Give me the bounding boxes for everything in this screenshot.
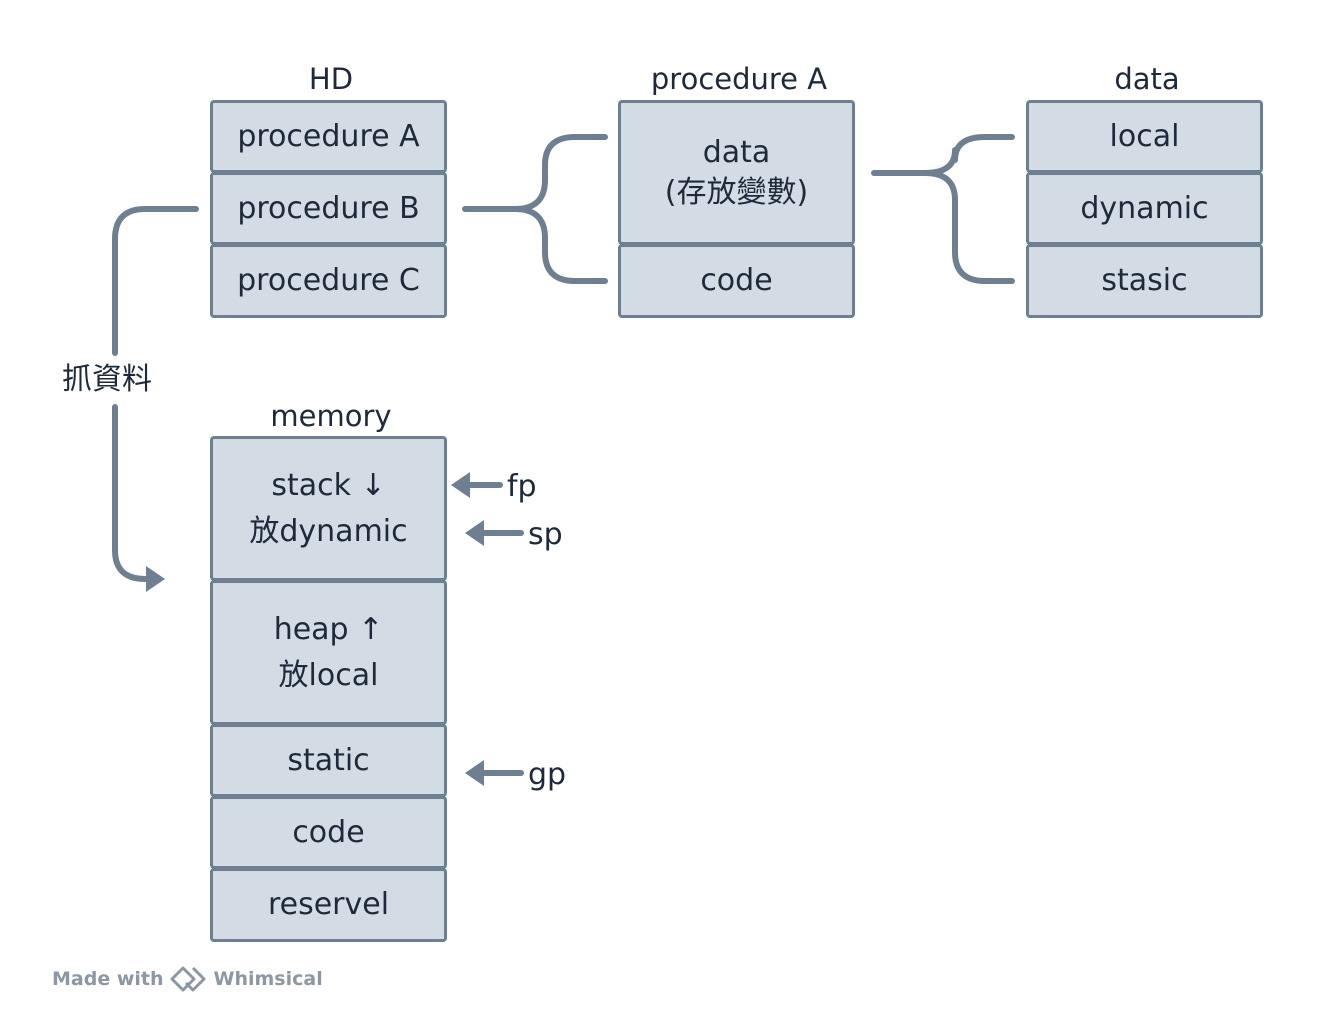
hd-procedure-b: procedure B bbox=[210, 172, 447, 245]
fetch-line-top bbox=[112, 206, 199, 356]
memory-static-label: static bbox=[287, 742, 370, 778]
procedure-data-note: (存放變數) bbox=[664, 174, 809, 210]
data-title: data bbox=[1114, 62, 1180, 96]
memory-heap-label: heap ↑ bbox=[273, 611, 384, 647]
sp-arrowhead bbox=[465, 520, 484, 546]
procedure-data-box: data (存放變數) bbox=[618, 100, 855, 245]
brace-hd-to-procedure bbox=[462, 134, 608, 284]
data-local-label: local bbox=[1109, 118, 1180, 154]
hd-procedure-c: procedure C bbox=[210, 244, 447, 318]
memory-title: memory bbox=[270, 399, 392, 433]
memory-static-box: static bbox=[210, 724, 447, 797]
data-static-box: stasic bbox=[1026, 244, 1263, 318]
fetch-arrowhead bbox=[146, 566, 165, 592]
sp-label: sp bbox=[528, 517, 563, 552]
footer-watermark: Made with Whimsical bbox=[52, 966, 323, 992]
hd-procedure-c-label: procedure C bbox=[237, 263, 420, 298]
hd-procedure-a-label: procedure A bbox=[237, 118, 420, 154]
hd-procedure-a: procedure A bbox=[210, 100, 447, 173]
data-local-box: local bbox=[1026, 100, 1263, 173]
made-with-text: Made with bbox=[52, 968, 164, 990]
memory-code-box: code bbox=[210, 796, 447, 869]
whimsical-logo-icon bbox=[170, 966, 206, 992]
fp-label: fp bbox=[507, 469, 537, 504]
hd-title: HD bbox=[308, 62, 354, 96]
data-static-label: stasic bbox=[1101, 263, 1188, 298]
memory-heap-box: heap ↑ 放local bbox=[210, 580, 447, 725]
fp-arrowhead bbox=[451, 472, 470, 498]
fetch-label: 抓資料 bbox=[62, 362, 152, 397]
memory-reserve-box: reservel bbox=[210, 868, 447, 942]
memory-stack-label: stack ↓ bbox=[271, 467, 386, 503]
hd-procedure-b-label: procedure B bbox=[237, 190, 420, 226]
procedure-title: procedure A bbox=[650, 62, 828, 96]
memory-reserve-label: reservel bbox=[267, 887, 390, 922]
data-dynamic-label: dynamic bbox=[1080, 190, 1209, 226]
procedure-code-label: code bbox=[700, 263, 773, 298]
gp-label: gp bbox=[528, 757, 567, 792]
procedure-data-label: data bbox=[702, 134, 771, 170]
whimsical-brand-text: Whimsical bbox=[213, 968, 323, 990]
procedure-code-box: code bbox=[618, 244, 855, 318]
gp-arrowhead bbox=[465, 760, 484, 786]
memory-stack-note: 放dynamic bbox=[249, 513, 408, 549]
brace-procedure-to-data bbox=[871, 134, 1015, 284]
memory-heap-note: 放local bbox=[278, 657, 379, 693]
memory-stack-box: stack ↓ 放dynamic bbox=[210, 436, 447, 581]
fetch-line-bottom bbox=[112, 404, 155, 582]
memory-code-label: code bbox=[292, 814, 365, 850]
data-dynamic-box: dynamic bbox=[1026, 172, 1263, 245]
